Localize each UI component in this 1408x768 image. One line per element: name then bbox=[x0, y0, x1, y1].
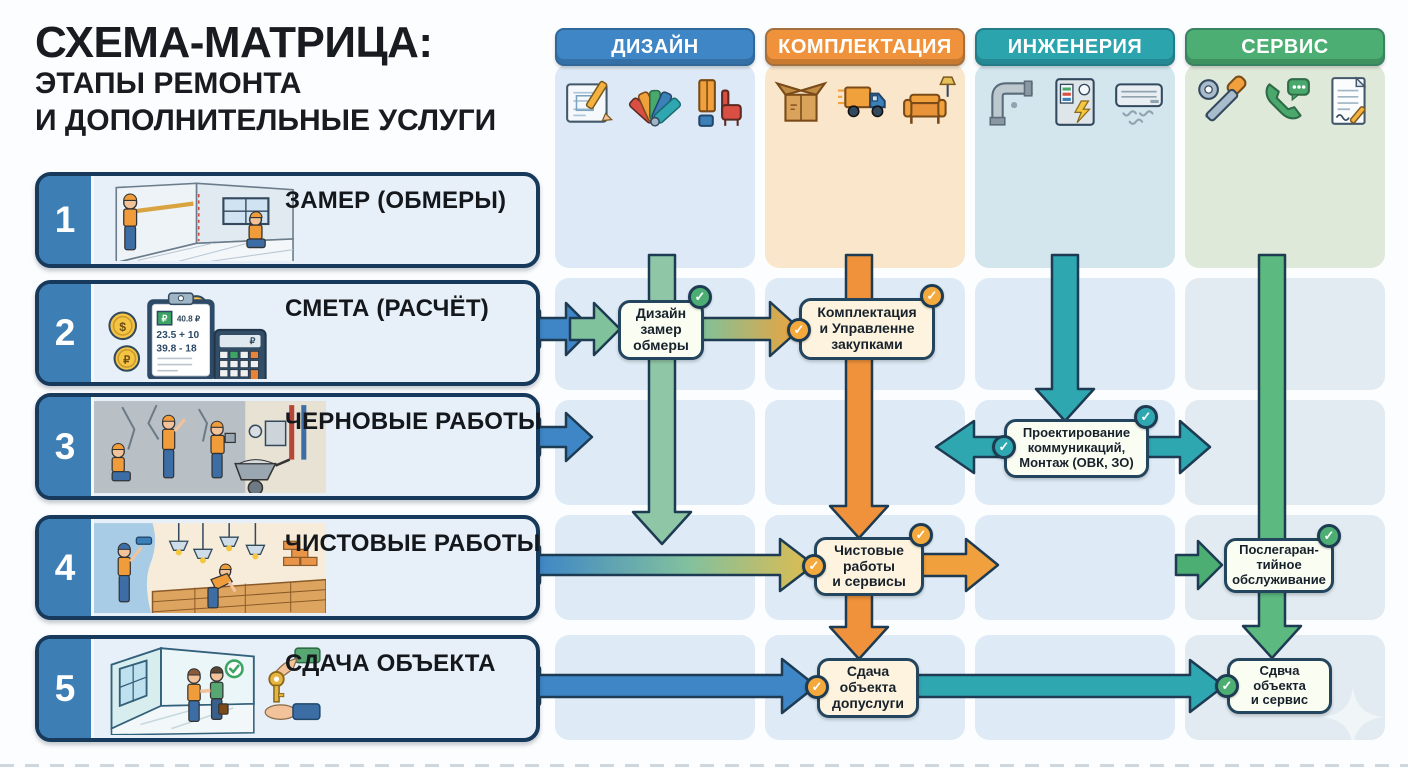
check-icon: ✓ bbox=[909, 523, 933, 547]
svg-text:₽: ₽ bbox=[250, 336, 256, 346]
stage-label: СМЕТА (РАСЧЁТ) bbox=[285, 295, 489, 322]
procurement-icon-row bbox=[765, 70, 965, 134]
procurement-column-band-upper bbox=[828, 253, 890, 540]
rough-works-illustration bbox=[94, 400, 326, 493]
cropped-bottom-edge bbox=[0, 764, 1408, 767]
stage-label: ЧИСТОВЫЕ РАБОТЫ bbox=[285, 530, 541, 557]
stage-number: 2 bbox=[39, 284, 94, 382]
check-icon: ✓ bbox=[1317, 524, 1341, 548]
column-header-procurement: КОМПЛЕКТАЦИЯ bbox=[765, 28, 965, 66]
tools-icon bbox=[1198, 75, 1247, 122]
stage-card-5: 5 bbox=[35, 635, 540, 742]
electric-panel-icon bbox=[1055, 78, 1095, 126]
stage-label: ЗАМЕР (ОБМЕРЫ) bbox=[285, 187, 507, 214]
contract-icon bbox=[1331, 76, 1367, 125]
furniture-icon bbox=[698, 79, 742, 127]
engineering-icon-row bbox=[975, 70, 1175, 134]
svg-text:$: $ bbox=[119, 320, 126, 334]
check-icon: ✓ bbox=[805, 675, 829, 699]
check-icon: ✓ bbox=[992, 435, 1016, 459]
estimate-illustration: $ ₽ ₽ ₽ 40.8 ₽ 23.5 + 10 39.8 - 18 ₽ bbox=[94, 287, 326, 379]
blueprint-icon bbox=[566, 80, 614, 123]
design-icon-row bbox=[555, 70, 755, 134]
phone-chat-icon bbox=[1265, 78, 1310, 120]
sofa-lamp-icon bbox=[903, 76, 957, 124]
stage-number: 3 bbox=[39, 397, 94, 496]
svg-text:40.8 ₽: 40.8 ₽ bbox=[177, 315, 200, 324]
check-icon: ✓ bbox=[802, 554, 826, 578]
measuring-illustration bbox=[94, 179, 326, 261]
cardboard-box-icon bbox=[774, 81, 828, 122]
page-title-line1: СХЕМА-МАТРИЦА: bbox=[35, 18, 433, 67]
stage-card-1: 1 ЗАМЕР (ОБМЕРЫ) bbox=[35, 172, 540, 268]
column-header-engineering: ИНЖЕНЕРИЯ bbox=[975, 28, 1175, 66]
check-icon: ✓ bbox=[787, 318, 811, 342]
check-icon: ✓ bbox=[688, 285, 712, 309]
stage-label: СДАЧА ОБЪЕКТА bbox=[285, 650, 496, 677]
page-title: СХЕМА-МАТРИЦА: ЭТАПЫ РЕМОНТА И ДОПОЛНИТЕ… bbox=[35, 18, 497, 140]
arrow-handover-to-service bbox=[912, 658, 1226, 714]
service-icon-row bbox=[1185, 70, 1385, 134]
stage-number: 5 bbox=[39, 639, 94, 738]
column-header-service: СЕРВИС bbox=[1185, 28, 1385, 66]
stage-card-3: 3 ЧЕРНО bbox=[35, 393, 542, 500]
column-header-design: ДИЗАЙН bbox=[555, 28, 755, 66]
check-icon: ✓ bbox=[1134, 405, 1158, 429]
page-title-line2: ЭТАПЫ РЕМОНТА bbox=[35, 67, 302, 101]
svg-text:39.8 - 18: 39.8 - 18 bbox=[156, 343, 197, 354]
service-column-band bbox=[1241, 253, 1303, 660]
stage-number: 4 bbox=[39, 519, 94, 616]
arrow-design-to-procurement bbox=[698, 300, 802, 358]
ac-unit-icon bbox=[1115, 83, 1163, 125]
engineering-column-band bbox=[1034, 253, 1096, 423]
page-title-line3: И ДОПОЛНИТЕЛЬНЫЕ УСЛУГИ bbox=[35, 104, 497, 138]
arrow-finishing-right bbox=[918, 537, 1000, 593]
check-icon: ✓ bbox=[1215, 674, 1239, 698]
check-icon: ✓ bbox=[920, 284, 944, 308]
arrow-stage2-green bbox=[568, 301, 622, 357]
arrow-stage4-long bbox=[534, 537, 816, 593]
arrow-stage2-blue bbox=[534, 301, 594, 357]
stage-card-4: 4 bbox=[35, 515, 540, 620]
arrow-engineering-right bbox=[1142, 419, 1212, 475]
arrow-stage5-long bbox=[534, 657, 818, 715]
delivery-truck-icon bbox=[838, 86, 886, 118]
svg-text:23.5 + 10: 23.5 + 10 bbox=[156, 330, 199, 341]
arrow-into-aftercare bbox=[1174, 539, 1224, 591]
handover-illustration bbox=[94, 642, 326, 735]
svg-text:₽: ₽ bbox=[162, 314, 168, 324]
sparkle-watermark bbox=[1322, 686, 1384, 748]
finishing-works-illustration bbox=[94, 522, 326, 613]
svg-text:₽: ₽ bbox=[123, 355, 130, 367]
grid-cell bbox=[975, 515, 1175, 620]
design-column-band bbox=[631, 253, 693, 546]
arrow-stage3-stub bbox=[534, 411, 594, 463]
color-swatches-icon bbox=[628, 89, 682, 127]
stage-card-2: 2 $ ₽ ₽ ₽ 40.8 ₽ 23.5 + 10 39.8 - 18 ₽ bbox=[35, 280, 540, 386]
stage-number: 1 bbox=[39, 176, 94, 264]
pipes-icon bbox=[989, 80, 1033, 126]
stage-label: ЧЕРНОВЫЕ РАБОТЫ bbox=[285, 408, 542, 435]
